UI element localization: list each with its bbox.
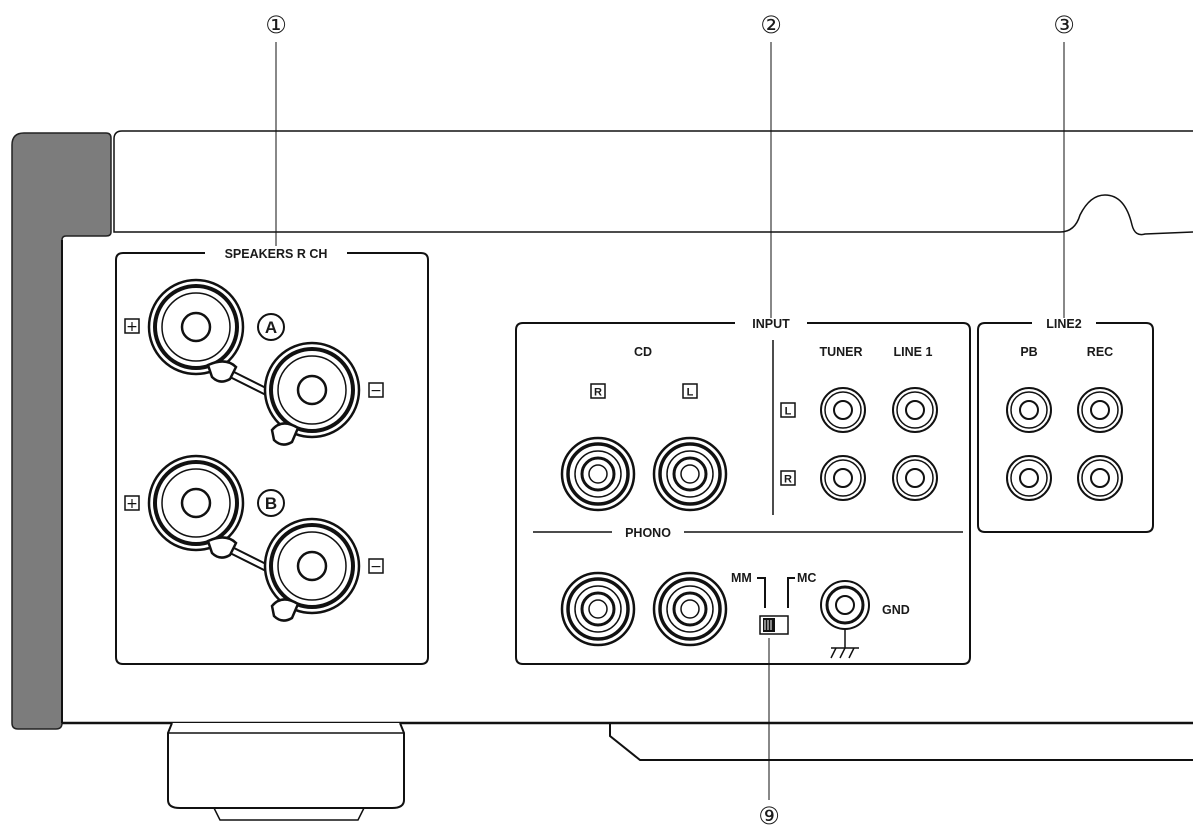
gnd-label: GND [882,603,910,617]
phono-title: PHONO [625,526,671,540]
cd-l-jack[interactable] [652,436,728,512]
ground-symbol-icon [830,629,859,659]
callout-number: ③ [1053,11,1075,39]
speaker-pair-a: + − A [124,278,384,446]
callout-2: ② [760,11,782,318]
svg-text:L: L [687,387,694,399]
plus-sign-icon: + [124,495,140,512]
speakers-section: SPEAKERS R CH + − A [115,247,429,665]
line1-r-jack[interactable] [892,455,938,501]
binding-post-icon[interactable] [263,341,361,446]
input-section: INPUT CD TUNER LINE 1 R L L R [515,317,971,665]
svg-text:−: − [370,559,382,575]
svg-text:R: R [594,387,602,399]
binding-post-icon[interactable] [263,517,361,622]
callout-number: ① [265,11,287,39]
callout-1: ① [265,11,287,246]
minus-sign-icon: − [368,382,384,399]
lid-notch [1059,194,1193,236]
line2-title: LINE2 [1046,317,1081,331]
plus-sign-icon: + [124,318,140,335]
speaker-pair-b: + − B [124,454,384,622]
svg-text:B: B [265,494,277,513]
tuner-r-jack[interactable] [820,455,866,501]
rec-l-jack[interactable] [1077,387,1123,433]
callout-number: ⑨ [758,802,780,830]
pair-a-label: A [257,313,285,341]
minus-sign-icon: − [368,558,384,575]
channel-r-marker: R [780,470,796,486]
channel-l-marker: L [780,402,796,418]
slide-switch-icon[interactable] [759,615,789,635]
input-title: INPUT [752,317,790,331]
svg-text:+: + [126,319,138,335]
pb-r-jack[interactable] [1006,455,1052,501]
callout-9: ⑨ [758,638,780,830]
pair-b-label: B [257,489,285,517]
chassis-bottom-step [609,723,1193,761]
phono-r-jack[interactable] [560,571,636,647]
chassis [11,130,1193,821]
svg-text:R: R [784,474,792,486]
channel-r-marker: R [590,383,606,399]
binding-post-icon[interactable] [147,454,245,559]
pb-label: PB [1020,345,1037,359]
rec-r-jack[interactable] [1077,455,1123,501]
binding-post-icon[interactable] [147,278,245,383]
mc-label: MC [797,571,816,585]
cd-r-jack[interactable] [560,436,636,512]
mm-label: MM [731,571,752,585]
speakers-title: SPEAKERS R CH [225,247,328,261]
svg-text:L: L [785,406,792,418]
phono-l-jack[interactable] [652,571,728,647]
foot [167,722,405,809]
svg-text:−: − [370,383,382,399]
top-lid [113,130,1193,233]
callout-number: ② [760,11,782,39]
mm-mc-switch[interactable]: MM MC [731,571,816,635]
cd-label: CD [634,345,652,359]
line2-section: LINE2 PB REC [977,317,1154,533]
svg-text:+: + [126,496,138,512]
channel-l-marker: L [682,383,698,399]
line1-l-jack[interactable] [892,387,938,433]
tuner-label: TUNER [819,345,862,359]
svg-text:A: A [265,318,277,337]
pb-l-jack[interactable] [1006,387,1052,433]
gnd-terminal[interactable] [820,580,870,630]
rec-label: REC [1087,345,1113,359]
tuner-l-jack[interactable] [820,387,866,433]
line1-label: LINE 1 [894,345,933,359]
callout-3: ③ [1053,11,1075,318]
